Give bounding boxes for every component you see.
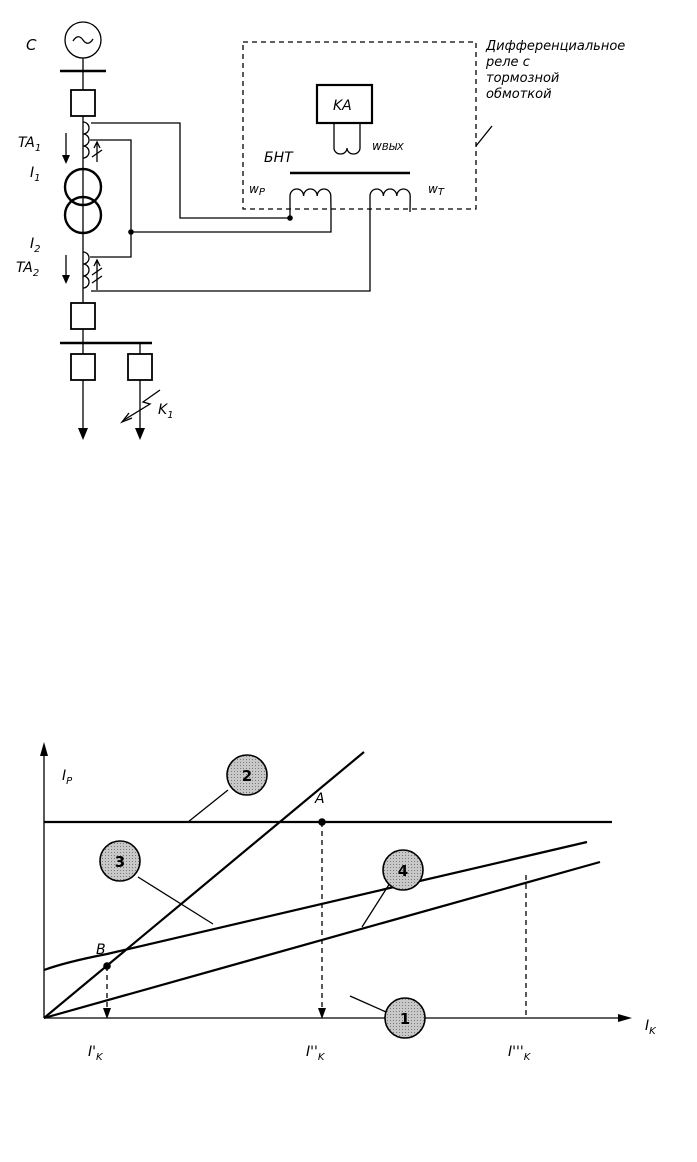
bnt-label: БНТ [264, 150, 294, 166]
x-axis-arrow [618, 1014, 632, 1022]
y-axis-label: IP [62, 768, 73, 787]
ta2-label-main: TA [16, 260, 33, 276]
y-axis-label-sub: P [66, 776, 73, 787]
k1-label-sub: 1 [167, 410, 173, 421]
ta1-label-main: TA [18, 135, 35, 151]
callout-3-leader [138, 877, 213, 924]
wp-main: w [249, 182, 259, 196]
wp-sub: Р [259, 187, 266, 198]
callout-2-text: 2 [242, 767, 252, 785]
x-mark-3: I'''K [508, 1044, 532, 1063]
callout-3-text: 3 [115, 853, 125, 871]
x-mark-2: I''K [306, 1044, 326, 1063]
callout-2-leader [188, 790, 228, 822]
junction-dot [287, 215, 293, 221]
ta2-label-sub: 2 [33, 268, 39, 279]
current-transformer-ta2 [62, 252, 102, 290]
junction-dot [128, 229, 134, 235]
callout-1-leader [350, 996, 386, 1012]
x-mark-1: I'K [88, 1044, 104, 1063]
ka-label: KA [333, 98, 352, 114]
callout-4-text: 4 [398, 862, 408, 880]
i1-label-sub: 1 [34, 173, 40, 184]
x-axis-label: IK [645, 1018, 657, 1037]
k1-label: K1 [158, 402, 174, 421]
callout-4: 4 [383, 850, 423, 890]
wp-label: wР [249, 182, 266, 198]
callout-1: 1 [385, 998, 425, 1038]
wt-label: wТ [428, 182, 445, 198]
x-mark-1-main: I' [88, 1044, 96, 1060]
callout-2: 2 [227, 755, 267, 795]
ta1-label-sub: 1 [35, 143, 41, 154]
point-a-label: A [314, 791, 325, 807]
relay-title-leader [476, 126, 492, 146]
breaker-1 [71, 90, 95, 116]
feeder-2-arrow [135, 428, 145, 440]
w-out-label: wВЫХ [372, 139, 405, 153]
feeder-breaker-1 [71, 354, 95, 380]
secondary-wiring [90, 123, 370, 291]
w-out-main: w [372, 139, 382, 153]
i1-label: I1 [30, 165, 41, 184]
wt-main: w [428, 182, 438, 196]
schematic: C TA1 I1 I2 TA2 [16, 22, 625, 440]
relay-title-line-2: реле с [485, 55, 530, 70]
w-out-sub: ВЫХ [382, 142, 405, 153]
callout-4-leader [362, 883, 390, 927]
relay-title-line-1: Дифференциальное [485, 39, 625, 54]
relay-title-line-3: тормозной [486, 71, 559, 86]
feeder-1-arrow [78, 428, 88, 440]
breaker-2 [71, 303, 95, 329]
callout-1-text: 1 [400, 1010, 410, 1028]
x-mark-2-sub: K [318, 1052, 326, 1063]
relay-title: Дифференциальное реле с тормозной обмотк… [485, 39, 625, 102]
relay-title-line-4: обмоткой [486, 87, 552, 102]
x-mark-2-main: I'' [306, 1044, 318, 1060]
x-mark-1-sub: K [96, 1052, 104, 1063]
output-winding [334, 143, 360, 154]
y-axis-arrow [40, 742, 48, 756]
callout-3: 3 [100, 841, 140, 881]
fault-k1-icon [122, 390, 160, 422]
ta2-label: TA2 [16, 260, 39, 279]
point-b-label: B [96, 942, 106, 958]
i2-label-sub: 2 [34, 244, 40, 255]
ta1-label: TA1 [18, 135, 41, 154]
source-label: C [26, 36, 37, 54]
x-mark-3-main: I''' [508, 1044, 524, 1060]
characteristic-graph: IP IK A B I'K I''K I'''K 2 [40, 742, 657, 1063]
wt-sub: Т [438, 187, 445, 198]
current-transformer-ta1 [62, 122, 102, 164]
i2-label: I2 [30, 236, 41, 255]
x-mark-3-sub: K [524, 1052, 532, 1063]
generator-icon [65, 22, 101, 58]
feeder-breaker-2 [128, 354, 152, 380]
x-axis-label-sub: K [649, 1026, 657, 1037]
